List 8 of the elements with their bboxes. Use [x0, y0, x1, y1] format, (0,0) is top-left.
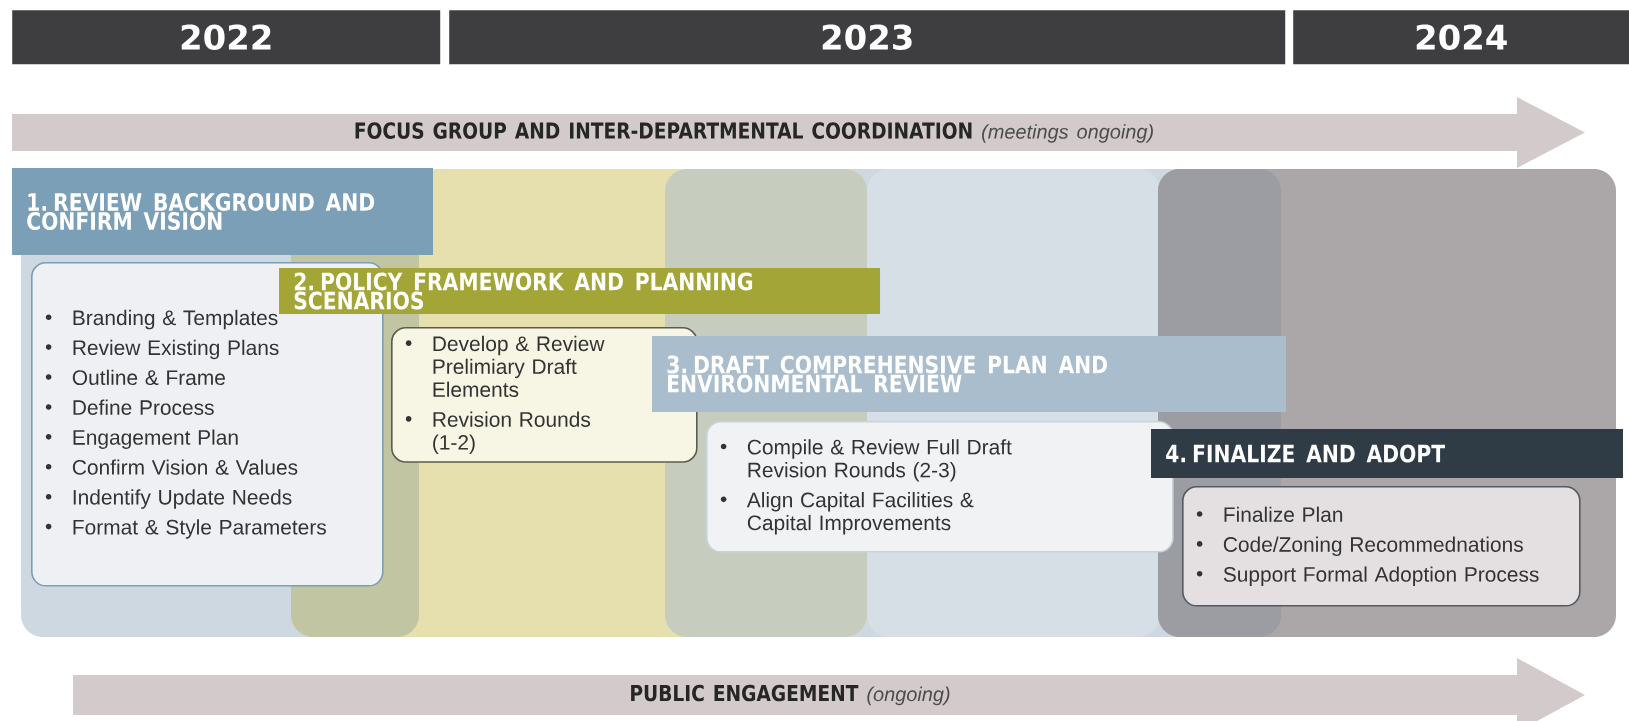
year-bar: 2023 [449, 10, 1286, 65]
phase-header: 2. POLICY FRAMEWORK AND PLANNING SCENARIOS [279, 268, 880, 314]
year-bar: 2024 [1293, 10, 1629, 65]
year-bar: 2022 [12, 10, 441, 65]
task-list-box: Finalize Plan Code/Zoning Recommednations Support Formal Adoption Process [1182, 486, 1581, 607]
phase-header: 3. DRAFT COMPREHENSIVE PLAN AND ENVIRONMENTAL REVIEW [652, 336, 1286, 412]
phase-header: 1. REVIEW BACKGROUND AND CONFIRM VISION [12, 168, 433, 255]
phase-header: 4. FINALIZE AND ADOPT [1151, 429, 1623, 478]
